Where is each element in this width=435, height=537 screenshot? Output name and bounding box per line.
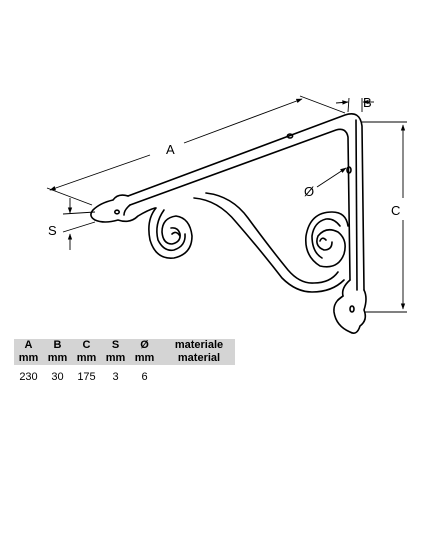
dimension-label-diameter: Ø <box>304 184 314 199</box>
value-a: 230 <box>19 371 38 383</box>
header-material-en: material <box>159 352 235 365</box>
unit-c: mm <box>72 352 101 365</box>
unit-b: mm <box>43 352 72 365</box>
header-symbol-a: A <box>14 339 43 352</box>
value-material <box>159 365 235 389</box>
bracket-outline <box>90 113 367 334</box>
header-symbol-s: S <box>101 339 130 352</box>
header-symbol-diameter: Ø <box>130 339 159 352</box>
header-material-it: materiale <box>159 339 235 352</box>
dimension-label-s: S <box>48 223 57 238</box>
unit-diameter: mm <box>130 352 159 365</box>
value-b: 30 <box>51 371 64 383</box>
dimension-label-a: A <box>166 142 175 157</box>
unit-a: mm <box>14 352 43 365</box>
table-unit-row: mm mm mm mm mm material <box>14 352 235 365</box>
dimension-lines <box>46 95 407 313</box>
dimension-label-b: B <box>363 95 372 110</box>
unit-s: mm <box>101 352 130 365</box>
value-s: 3 <box>112 371 119 383</box>
value-c: 175 <box>77 371 96 383</box>
specification-table: A B C S Ø materiale mm mm mm mm mm mater… <box>14 339 235 389</box>
dimension-label-c: C <box>391 203 400 218</box>
value-diameter: 6 <box>141 371 148 383</box>
header-symbol-b: B <box>43 339 72 352</box>
table-header-row: A B C S Ø materiale <box>14 339 235 352</box>
header-symbol-c: C <box>72 339 101 352</box>
table-value-row: 230 30 175 3 6 <box>14 365 235 389</box>
